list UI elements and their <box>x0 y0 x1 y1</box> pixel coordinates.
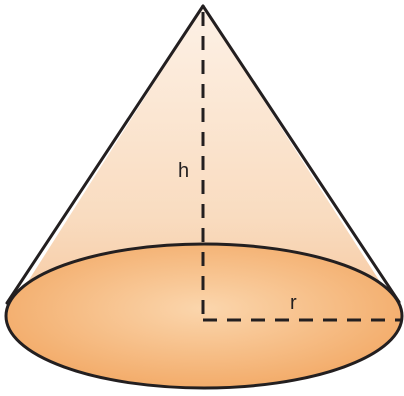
cone-base <box>4 242 404 390</box>
slant-edge-left <box>5 4 205 305</box>
radius-label: r <box>290 292 297 314</box>
height-label: h <box>178 160 189 182</box>
slant-edge-right <box>201 4 401 304</box>
